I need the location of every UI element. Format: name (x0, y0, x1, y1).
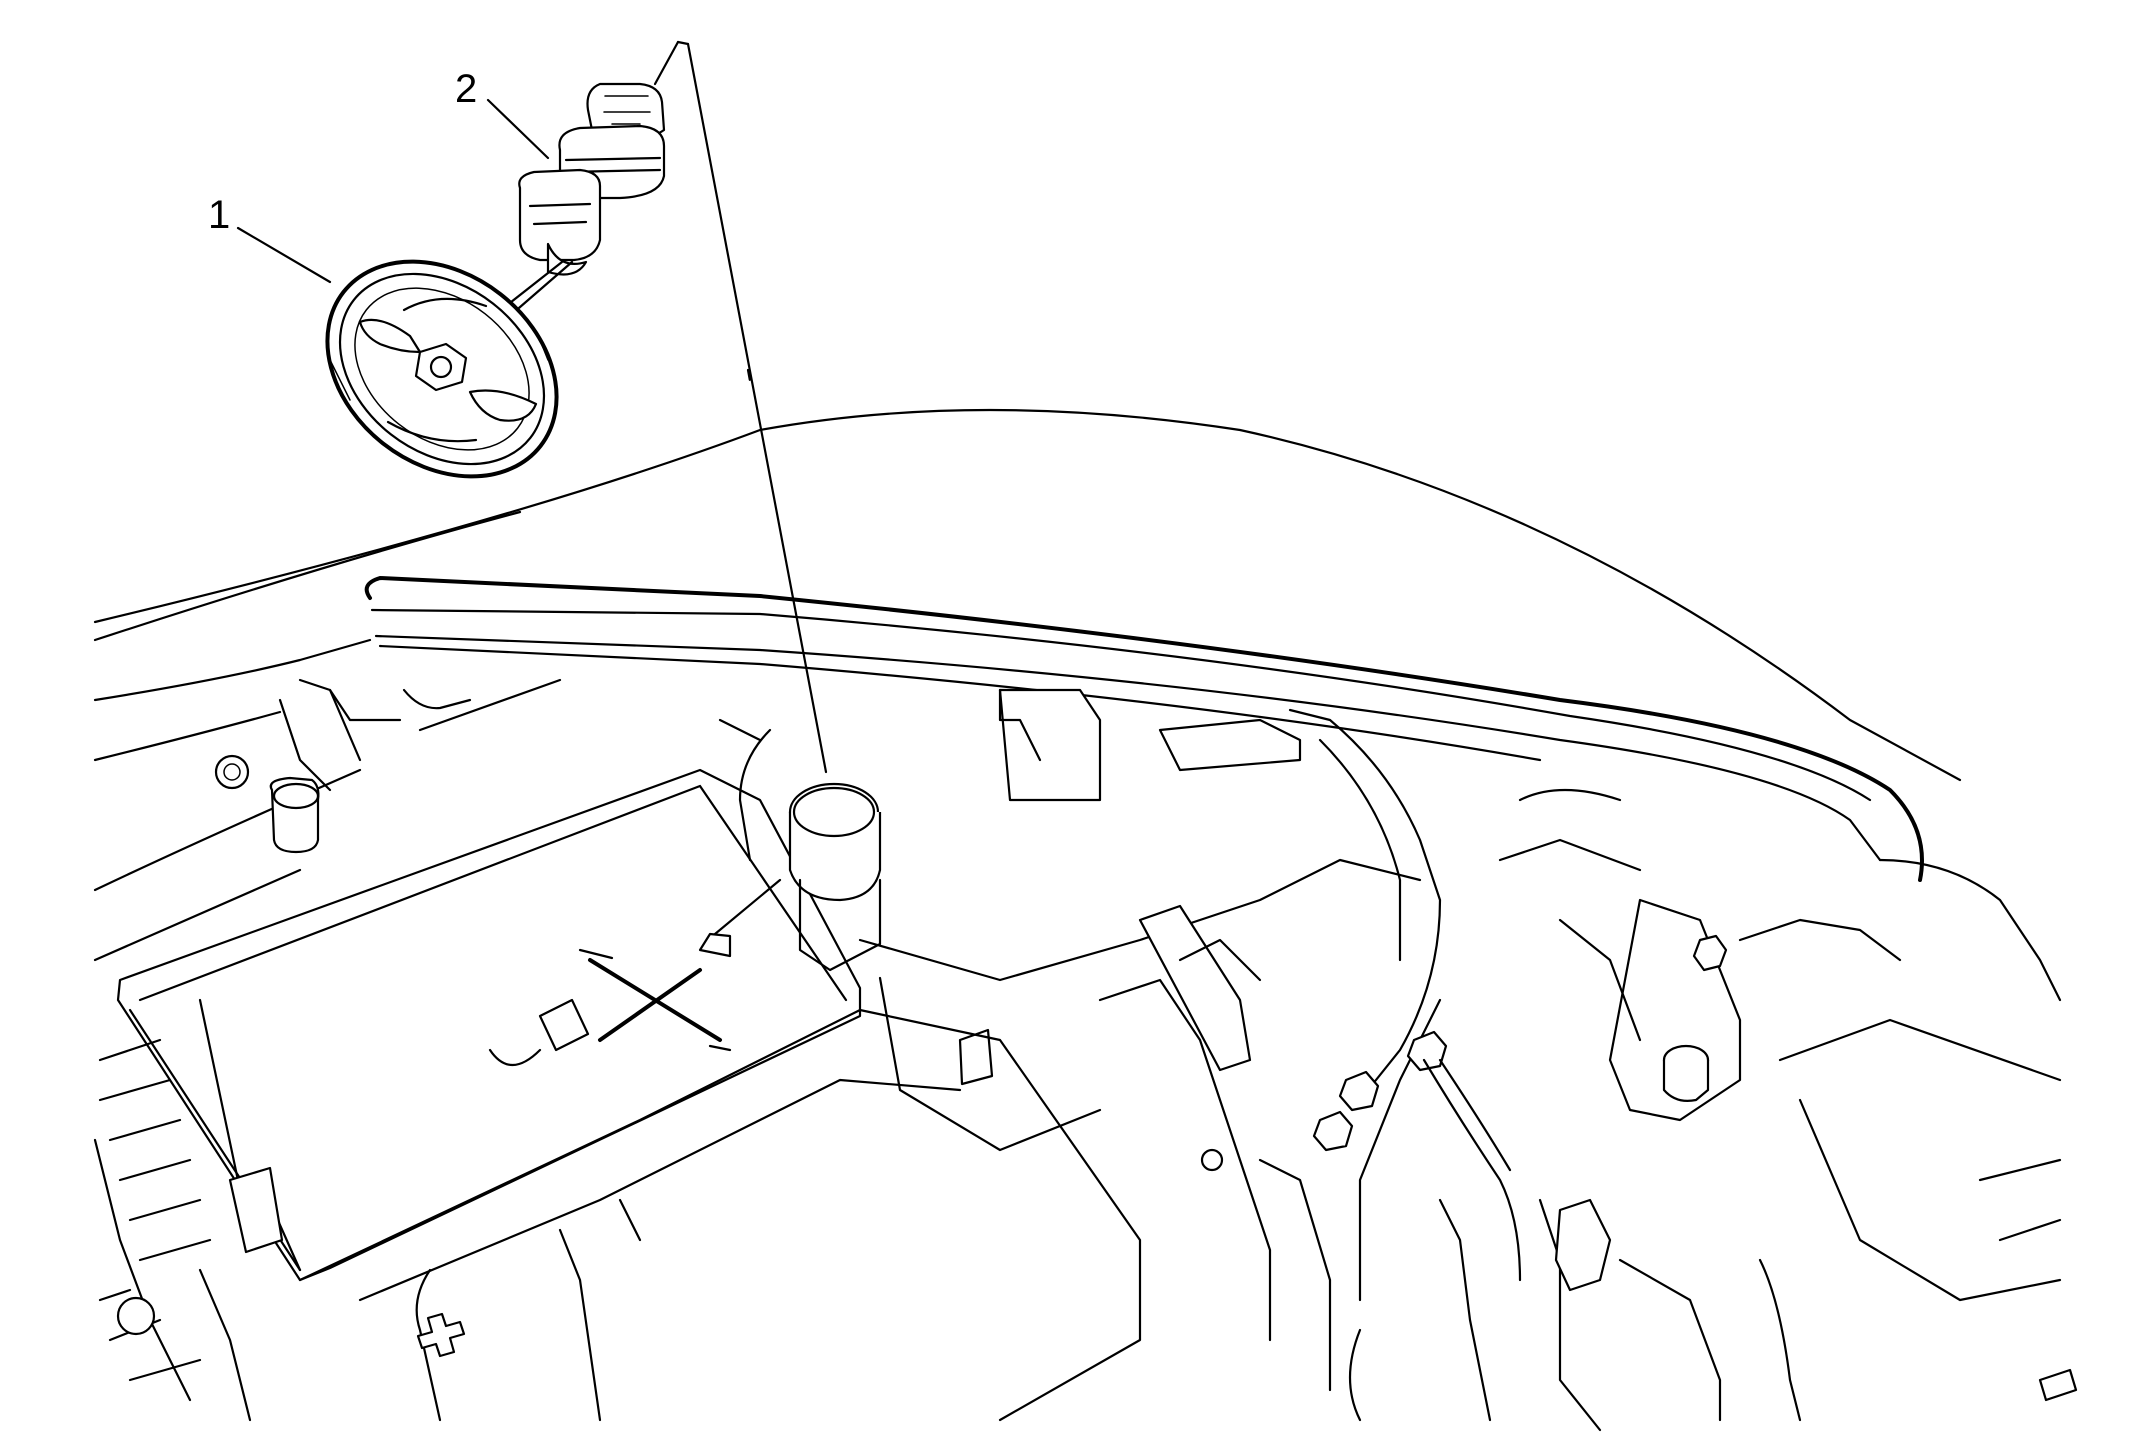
callout-1-leader (236, 226, 332, 284)
center-mount-bracket (1098, 904, 1522, 1392)
callout-2-label: 2 (455, 67, 477, 111)
lower-structures (93, 1138, 1802, 1432)
callout-1-label: 1 (208, 193, 230, 237)
headlamp-bulb (504, 82, 666, 316)
headlamp-access-cap (325, 259, 559, 479)
callout-leader-lines (236, 40, 828, 774)
relay-center-blocks (298, 688, 1442, 1422)
left-grommet-assembly (214, 678, 562, 854)
brake-fluid-reservoir-cap (718, 718, 882, 972)
callout-2-leader (486, 98, 550, 160)
headlamp-mount-bracket (1498, 788, 2078, 1402)
fuse-box-cover (98, 768, 862, 1282)
detail-pointer-left (653, 40, 680, 86)
ground-nut-cluster (1312, 1030, 1448, 1152)
engine-compartment-outline (93, 408, 2078, 1432)
detail-pointer-right (686, 42, 828, 774)
